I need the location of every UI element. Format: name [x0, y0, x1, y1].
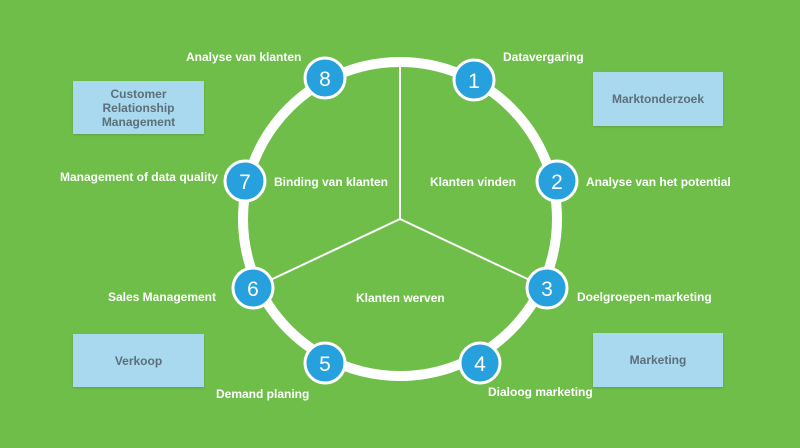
sector-label-vinden: Klanten vinden [430, 175, 517, 189]
step-label-8: Analyse van klanten [186, 50, 302, 64]
step-node-2: 2 [535, 159, 579, 203]
step-label-3: Doelgroepen-marketing [577, 290, 712, 304]
divider-left [263, 218, 401, 284]
sector-label-binding: Binding van klanten [274, 175, 389, 189]
step-label-4: Dialoog marketing [488, 385, 593, 399]
marktonderzoek-box: Marktonderzoek [593, 72, 723, 126]
marketing-box: Marketing [593, 333, 723, 387]
step-node-4: 4 [458, 341, 502, 385]
step-number: 8 [319, 68, 331, 91]
step-node-3: 3 [525, 266, 569, 310]
verkoop-box: Verkoop [73, 334, 204, 387]
sector-label-werven: Klanten werven [356, 291, 445, 305]
step-node-5: 5 [303, 341, 347, 385]
step-node-8: 8 [303, 56, 347, 100]
step-node-6: 6 [231, 266, 275, 310]
step-number: 6 [247, 278, 259, 301]
step-node-7: 7 [223, 159, 267, 203]
step-number: 5 [319, 353, 331, 376]
step-number: 1 [468, 70, 480, 93]
step-number: 3 [541, 278, 553, 301]
step-label-2: Analyse van het potential [586, 175, 731, 189]
divider-right [399, 218, 537, 284]
step-label-1: Datavergaring [503, 50, 584, 64]
crm-box: Customer Relationship Management [73, 81, 204, 134]
step-number: 4 [474, 353, 486, 376]
step-label-6: Sales Management [107, 290, 216, 304]
step-number: 7 [239, 171, 251, 194]
step-number: 2 [551, 171, 563, 194]
step-label-7: Management of data quality [59, 170, 218, 184]
step-label-5: Demand planing [216, 387, 310, 401]
step-node-1: 1 [452, 58, 496, 102]
